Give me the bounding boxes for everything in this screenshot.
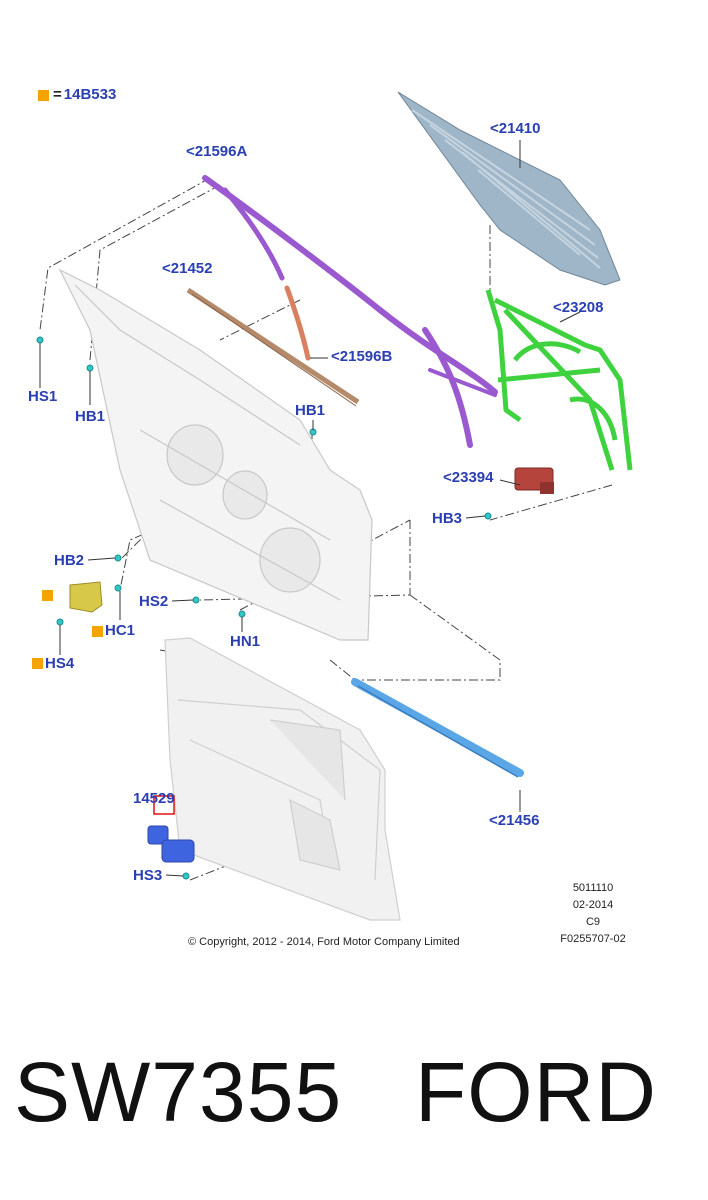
glass-run-channel-21596b [284,285,311,361]
copyright-notice: © Copyright, 2012 - 2014, Ford Motor Com… [188,936,460,948]
module-marker-square [42,590,53,601]
label-21596a: <21596A [186,143,248,160]
label-23208: <23208 [553,299,604,316]
label-hc1: HC1 [105,622,136,639]
exploded-door-diagram [36,91,633,921]
door-inner-panel [58,268,373,641]
label-21410: <21410 [490,120,541,137]
legend-symbol: = [53,86,62,103]
window-regulator-23208 [485,289,633,471]
drawing-metadata: 5011110 02-2014 C9 F0255707-02 [548,880,638,948]
label-21452: <21452 [162,260,213,277]
weatherstrip-21456 [351,678,524,778]
label-hb3: HB3 [432,510,463,527]
hc1-marker-square [92,626,103,637]
label-hb2: HB2 [54,552,85,569]
meta-line-3: C9 [585,916,601,928]
label-21456: <21456 [489,812,540,829]
meta-line-4: F0255707-02 [560,933,626,945]
label-hn1: HN1 [230,633,261,650]
label-hs1: HS1 [28,388,58,405]
meta-line-1: 5011110 [572,882,614,894]
label-hs4: HS4 [45,655,75,672]
door-trim-panel [164,637,401,921]
window-switch-14529 [147,825,195,863]
legend-code: 14B533 [63,86,117,103]
glass-run-channel-21596a [202,175,498,448]
label-hb1-left: HB1 [75,408,106,425]
legend-marker-square [38,90,49,101]
regulator-motor-23394 [514,467,554,494]
window-glass-21410 [397,91,621,286]
hs4-marker-square [32,658,43,669]
label-hs3: HS3 [133,867,163,884]
caption-brand: FORD [415,1045,657,1139]
label-hs2: HS2 [139,593,169,610]
leader-lines [39,140,581,877]
callout-highlight-box [153,795,175,815]
label-hb1-right: HB1 [295,402,326,419]
control-module [69,581,103,613]
caption-code: SW7355 [14,1045,343,1139]
legend: =14B533 [53,86,116,103]
label-14529: 14529 [133,790,175,807]
meta-line-2: 02-2014 [572,899,614,911]
label-23394: <23394 [443,469,494,486]
label-21596b: <21596B [331,348,393,365]
belt-seal-21452 [186,287,360,407]
